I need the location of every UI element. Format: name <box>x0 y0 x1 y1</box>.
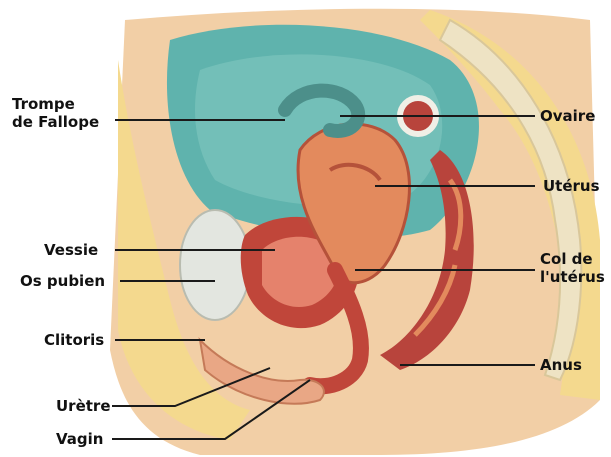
label-os-pubien: Os pubien <box>20 272 105 290</box>
label-vagin: Vagin <box>56 430 103 448</box>
label-vessie: Vessie <box>44 241 98 259</box>
label-trompe-de-fallope: Trompe de Fallope <box>12 95 99 131</box>
pubic-bone <box>180 210 250 320</box>
label-anus: Anus <box>540 356 582 374</box>
label-clitoris: Clitoris <box>44 331 104 349</box>
label-ovaire: Ovaire <box>540 107 595 125</box>
label-uretre: Urètre <box>56 397 111 415</box>
label-uterus: Utérus <box>543 177 600 195</box>
label-col-de-luterus: Col de l'utérus <box>540 250 605 286</box>
